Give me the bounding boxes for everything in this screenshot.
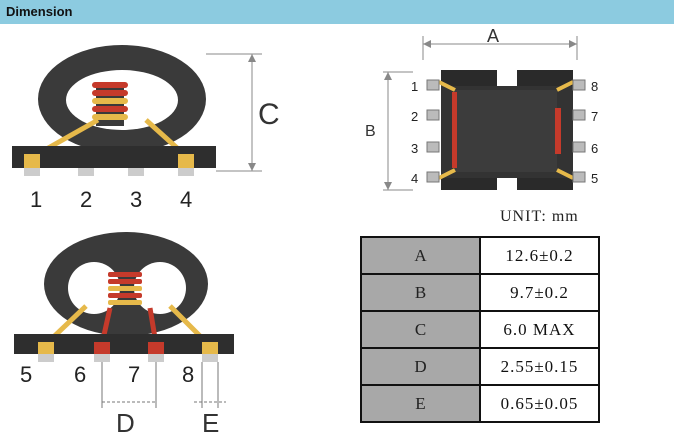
header-bar xyxy=(0,0,674,24)
dimension-value: 12.6±0.2 xyxy=(479,236,600,275)
dim-label-c: C xyxy=(258,98,280,131)
winding-coil xyxy=(92,82,128,120)
pin-number: 8 xyxy=(591,79,598,94)
pin-number: 7 xyxy=(128,362,140,387)
dimension-value: 2.55±0.15 xyxy=(479,347,600,386)
pin-number: 7 xyxy=(591,109,598,124)
base-plate xyxy=(14,334,234,354)
pin-number: 3 xyxy=(130,187,142,212)
pin-number: 5 xyxy=(591,171,598,186)
dimension-key: B xyxy=(360,273,481,312)
table-row: B 9.7±0.2 xyxy=(360,273,600,312)
pin-number: 6 xyxy=(591,141,598,156)
pin-number: 2 xyxy=(80,187,92,212)
side-view-drawing: C 1 2 3 4 xyxy=(12,45,280,212)
table-row: E 0.65±0.05 xyxy=(360,384,600,423)
dimension-value: 9.7±0.2 xyxy=(479,273,600,312)
winding-coil xyxy=(108,272,142,305)
pin-number: 1 xyxy=(411,79,418,94)
section-title: Dimension xyxy=(6,4,73,19)
pin-number: 4 xyxy=(180,187,192,212)
unit-label: UNIT: mm xyxy=(500,208,579,225)
table-row: A 12.6±0.2 xyxy=(360,236,600,275)
dimension-key: E xyxy=(360,384,481,423)
table-row: D 2.55±0.15 xyxy=(360,347,600,386)
dim-label-b: B xyxy=(365,123,376,140)
dim-label-d: D xyxy=(116,408,135,437)
dimension-value: 6.0 MAX xyxy=(479,310,600,349)
pin-number: 4 xyxy=(411,171,418,186)
dimension-key: C xyxy=(360,310,481,349)
pin-pitch-drawing: 5 6 7 8 D E xyxy=(14,232,234,437)
dimension-table: A 12.6±0.2 B 9.7±0.2 C 6.0 MAX D 2.55±0.… xyxy=(360,236,600,423)
base-plate xyxy=(12,146,216,168)
dim-label-e: E xyxy=(202,408,219,437)
pin-number: 1 xyxy=(30,187,42,212)
dimension-key: D xyxy=(360,347,481,386)
table-row: C 6.0 MAX xyxy=(360,310,600,349)
dimension-key: A xyxy=(360,236,481,275)
dim-label-a: A xyxy=(487,26,499,46)
pin-number: 5 xyxy=(20,362,32,387)
pin-number: 6 xyxy=(74,362,86,387)
pin-number: 3 xyxy=(411,141,418,156)
dimension-value: 0.65±0.05 xyxy=(479,384,600,423)
pin-number: 8 xyxy=(182,362,194,387)
top-view-drawing: A B 1 2 3 4 8 7 6 5 xyxy=(365,26,598,191)
pin-number: 2 xyxy=(411,109,418,124)
